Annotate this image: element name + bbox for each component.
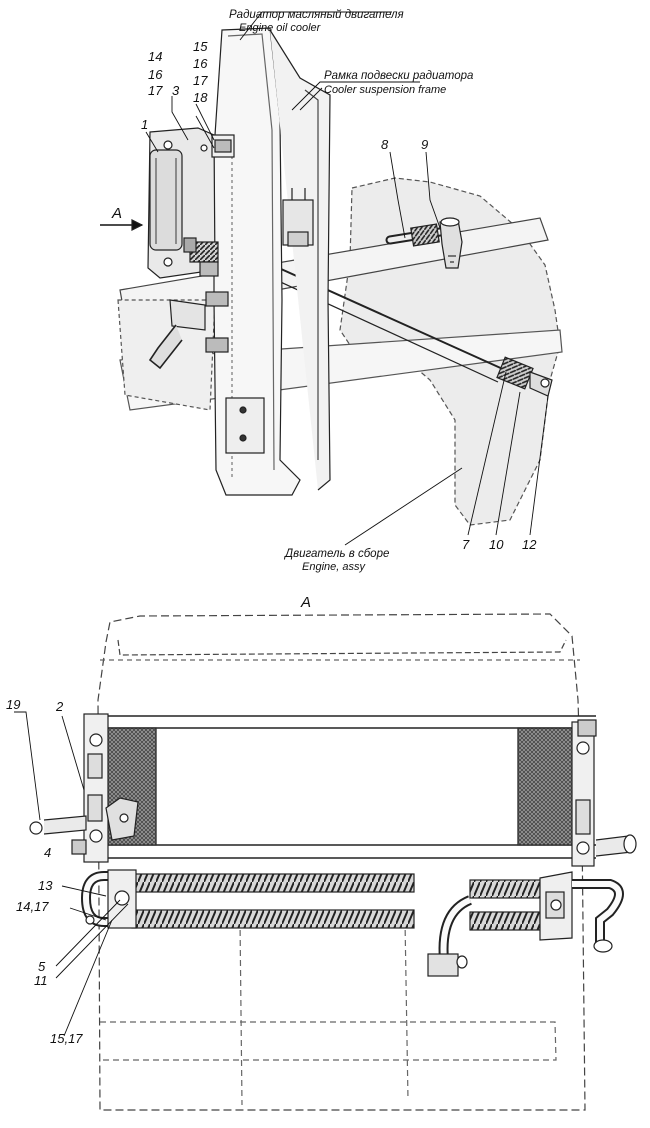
callout-label: 2	[56, 699, 64, 714]
callout-label: 3	[172, 83, 180, 98]
callout-label: 15,17	[50, 1031, 83, 1046]
callout-label: 11	[34, 973, 48, 988]
engine-caption-en: Engine, assy	[302, 561, 365, 573]
elbow-fitting	[148, 324, 183, 370]
engine-caption-ru: Двигатель в сборе	[285, 548, 390, 560]
frame-caption-ru: Рамка подвески радиатора	[324, 70, 474, 82]
callout-label: 16	[148, 67, 163, 82]
oil-cooler-caption-en: Engine oil cooler	[239, 22, 321, 34]
callout-label: 7	[462, 537, 470, 552]
callout-label: 14,17	[16, 899, 49, 914]
side-view	[100, 11, 563, 546]
callout-label: 12	[522, 537, 537, 552]
callout-label: 10	[489, 537, 504, 552]
callout-label: 18	[193, 90, 208, 105]
suspension-frame	[269, 29, 331, 491]
callout-label: 4	[44, 845, 52, 860]
spiral-tube-2	[131, 909, 415, 929]
callout-label: 19	[6, 697, 21, 712]
oil-cooler-caption-ru: Радиатор масляный двигателя	[229, 9, 404, 21]
view-arrow-label: A	[112, 205, 123, 222]
top-rail	[86, 715, 596, 729]
callout-label: 17	[148, 83, 163, 98]
callout-label: 5	[38, 959, 46, 974]
view-section-label: A	[301, 594, 312, 611]
callout-label: 16	[193, 56, 208, 71]
callout-label: 9	[421, 137, 429, 152]
callout-label: 14	[148, 49, 163, 64]
frame-caption-en: Cooler suspension frame	[324, 84, 447, 96]
right-mesh	[517, 727, 575, 846]
callout-label: 13	[38, 878, 53, 893]
callout-label: 17	[193, 73, 208, 88]
callout-label: 8	[381, 137, 389, 152]
filter-body	[149, 149, 183, 251]
callout-label: 15	[193, 39, 208, 54]
view-a	[14, 613, 637, 1111]
engine-outline-dashed	[97, 613, 586, 1111]
callout-label: 1	[141, 117, 149, 132]
bottom-rail	[86, 844, 596, 859]
spiral-tube	[131, 873, 415, 893]
diagonal-hose	[249, 254, 506, 371]
